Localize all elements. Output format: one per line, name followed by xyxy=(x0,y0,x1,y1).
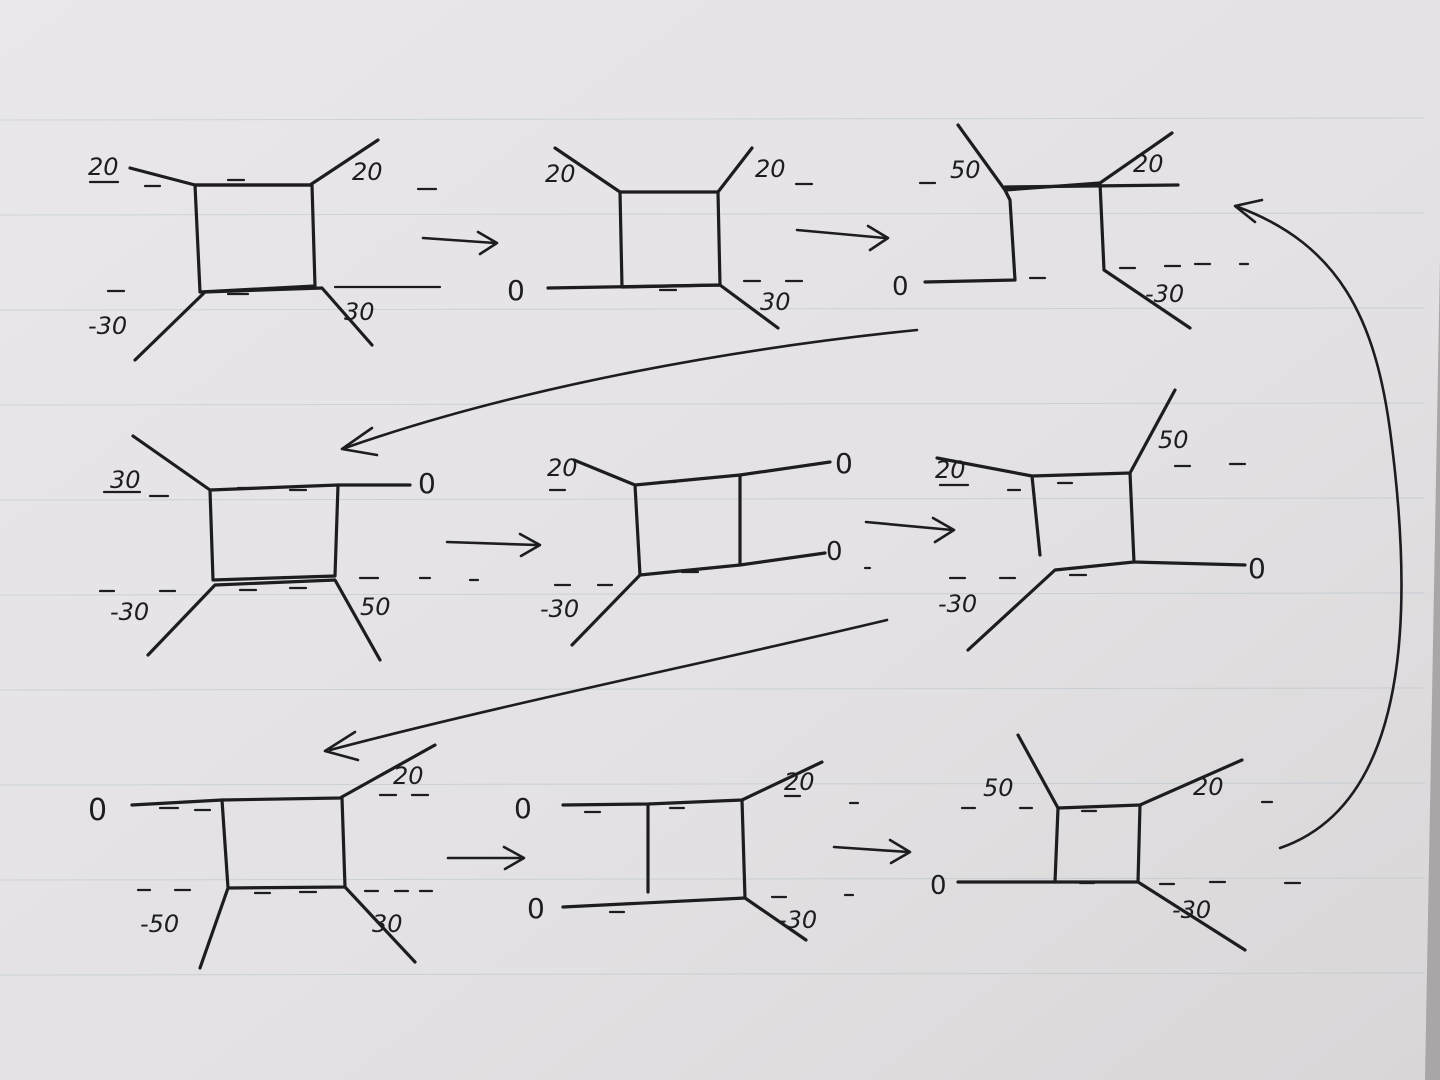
d4-label-ext-r: 0 xyxy=(418,467,436,500)
d7-label-br: 30 xyxy=(372,910,403,938)
arrow-d3-to-d4 xyxy=(340,328,919,457)
d9-label-tl: 50 xyxy=(983,774,1014,802)
d4-label-bl: -30 xyxy=(110,598,149,626)
d1-label-tl: 20 xyxy=(88,153,119,181)
arrow-d5-to-d6 xyxy=(864,516,956,544)
diagram-d8: 0 20 0 -30 xyxy=(514,760,860,942)
d3-label-tl: 50 xyxy=(950,156,981,184)
diagram-d1: 20 20 -30 30 xyxy=(88,138,442,362)
arrow-d2-to-d3 xyxy=(795,224,890,252)
d7-label-tr: 20 xyxy=(393,762,424,790)
d5-label-bl: -30 xyxy=(540,595,579,623)
d8-label-ext-l-bot: 0 xyxy=(527,892,545,925)
d7-label-ext-l: 0 xyxy=(88,793,107,828)
d6-label-tr: 50 xyxy=(1158,426,1189,454)
diagram-d7: 0 20 -50 30 xyxy=(88,743,437,970)
diagram-d9: 50 20 0 -30 xyxy=(930,733,1302,952)
arrow-d1-to-d2 xyxy=(421,230,499,256)
d5-label-ext-r-top: 0 xyxy=(835,447,853,480)
d9-label-tr: 20 xyxy=(1193,773,1224,801)
d6-label-tl: 20 xyxy=(935,456,966,484)
diagram-d6: 20 50 0 -30 xyxy=(935,388,1266,652)
d1-label-bl: -30 xyxy=(88,312,127,340)
d3-label-br: -30 xyxy=(1145,280,1184,308)
d6-label-ext-r: 0 xyxy=(1248,552,1266,585)
d2-label-br: 30 xyxy=(760,288,791,316)
d2-label-ext-l: 0 xyxy=(507,274,525,307)
diagram-d4: 30 0 -30 50 xyxy=(98,434,480,662)
d2-label-tl: 20 xyxy=(545,160,576,188)
d9-label-ext-l: 0 xyxy=(930,871,947,901)
d2-label-tr: 20 xyxy=(755,155,786,183)
d6-label-bl: -30 xyxy=(938,590,977,618)
d5-label-ext-r-bot: 0 xyxy=(826,537,843,567)
d8-label-tr: 20 xyxy=(784,768,815,796)
d8-label-ext-l-top: 0 xyxy=(514,792,532,825)
d5-label-tl: 20 xyxy=(547,454,578,482)
diagram-d2: 20 20 0 30 xyxy=(507,146,814,330)
arrow-d7-to-d8 xyxy=(446,845,526,871)
d3-label-tr: 20 xyxy=(1133,150,1164,178)
d4-label-br: 50 xyxy=(360,593,391,621)
arrow-d9-to-d3 xyxy=(1233,198,1403,850)
d1-label-tr: 20 xyxy=(352,158,383,186)
d8-label-br: -30 xyxy=(778,906,817,934)
d4-label-tl: 30 xyxy=(110,466,141,494)
d1-label-br: 30 xyxy=(344,298,375,326)
diagram-d5: 20 0 0 -30 xyxy=(540,447,872,647)
diagram-d3: 50 20 0 -30 xyxy=(892,123,1250,330)
arrow-d6-to-d7 xyxy=(323,618,889,762)
arrow-d8-to-d9 xyxy=(832,838,912,865)
arrow-d4-to-d5 xyxy=(445,532,542,558)
d9-label-br: -30 xyxy=(1172,896,1211,924)
d3-label-ext-l: 0 xyxy=(892,272,909,302)
d7-label-bl: -50 xyxy=(140,910,179,938)
